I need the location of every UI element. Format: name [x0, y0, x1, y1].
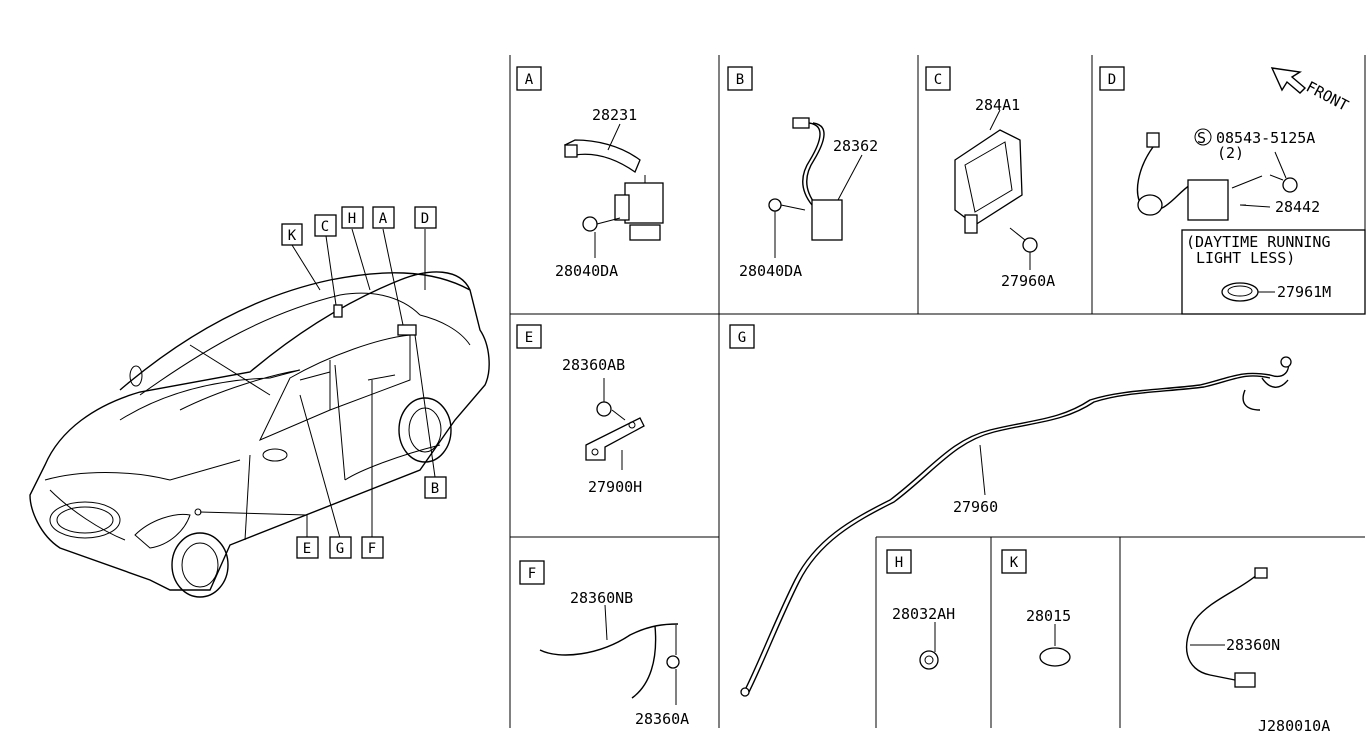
- part-28040DA-a[interactable]: 28040DA: [555, 262, 618, 280]
- front-arrow-icon: [1270, 67, 1307, 94]
- part-284A1[interactable]: 284A1: [975, 96, 1020, 114]
- callout-G-label: G: [336, 541, 344, 557]
- panel-C-letter: C: [934, 72, 942, 88]
- callout-D-label: D: [421, 211, 429, 227]
- panel-B: B 28362 28040DA: [727, 66, 878, 280]
- panel-G-letter: G: [738, 330, 746, 346]
- part-27900H[interactable]: 27900H: [588, 478, 642, 496]
- panel-F: F 28360NB 28360A: [519, 560, 689, 728]
- panel-G: G 27960: [729, 324, 1292, 697]
- callout-E[interactable]: E: [296, 536, 319, 559]
- callout-G[interactable]: G: [329, 536, 352, 559]
- panel-D-letter: D: [1108, 72, 1116, 88]
- callout-A-label: A: [379, 211, 388, 227]
- callout-C[interactable]: C: [314, 214, 337, 237]
- panel-D: D FRONT S 08543-5125A (2) 28442 (DAYTIME…: [1099, 66, 1366, 315]
- callout-F[interactable]: F: [361, 536, 384, 559]
- diagram-code: J280010A: [1258, 717, 1330, 735]
- part-28360A[interactable]: 28360A: [635, 710, 689, 728]
- harness-27960: [744, 361, 1290, 691]
- panel-28360N: 28360N: [1185, 567, 1280, 688]
- panel-E: E 28360AB 27900H: [516, 324, 645, 496]
- part-28360AB[interactable]: 28360AB: [562, 356, 625, 374]
- part-28040DA-b[interactable]: 28040DA: [739, 262, 802, 280]
- note-line-2: LIGHT LESS): [1196, 249, 1295, 267]
- part-27960A[interactable]: 27960A: [1001, 272, 1055, 290]
- panel-H: H 28032AH: [886, 549, 955, 670]
- panel-B-letter: B: [736, 72, 744, 88]
- panel-K: K 28015: [1001, 549, 1071, 667]
- panel-E-letter: E: [525, 330, 533, 346]
- part-27961M[interactable]: 27961M: [1277, 283, 1331, 301]
- callout-D[interactable]: D: [414, 206, 437, 229]
- part-28231[interactable]: 28231: [592, 106, 637, 124]
- part-28360N[interactable]: 28360N: [1226, 636, 1280, 654]
- callout-H-label: H: [348, 211, 356, 227]
- panel-K-letter: K: [1010, 555, 1019, 571]
- car-illustration: [29, 271, 490, 598]
- panel-H-letter: H: [895, 555, 903, 571]
- callout-F-label: F: [368, 541, 376, 557]
- callout-H[interactable]: H: [341, 206, 364, 229]
- panel-C: C 284A1 27960A: [925, 66, 1055, 290]
- note-line-1: (DAYTIME RUNNING: [1186, 233, 1331, 251]
- part-28360NB[interactable]: 28360NB: [570, 589, 633, 607]
- callout-A[interactable]: A: [372, 206, 395, 229]
- panel-A-letter: A: [525, 72, 534, 88]
- callout-B-label: B: [431, 481, 439, 497]
- part-08543-5125A[interactable]: 08543-5125A: [1216, 129, 1315, 147]
- callout-K-label: K: [288, 228, 297, 244]
- car-callout-leaders: [199, 228, 436, 539]
- callout-K[interactable]: K: [281, 223, 303, 246]
- panel-grid: [509, 55, 1366, 728]
- panel-F-letter: F: [528, 566, 536, 582]
- part-28362[interactable]: 28362: [833, 137, 878, 155]
- bolt-qty: (2): [1217, 144, 1244, 162]
- bolt-symbol: S: [1197, 129, 1206, 147]
- callout-E-label: E: [303, 541, 311, 557]
- part-27960[interactable]: 27960: [953, 498, 998, 516]
- panel-A: A 28231 28040DA: [516, 66, 664, 280]
- part-28015[interactable]: 28015: [1026, 607, 1071, 625]
- callout-C-label: C: [321, 219, 329, 235]
- callout-B[interactable]: B: [424, 476, 447, 499]
- part-28442[interactable]: 28442: [1275, 198, 1320, 216]
- part-28032AH[interactable]: 28032AH: [892, 605, 955, 623]
- front-label: FRONT: [1303, 78, 1351, 115]
